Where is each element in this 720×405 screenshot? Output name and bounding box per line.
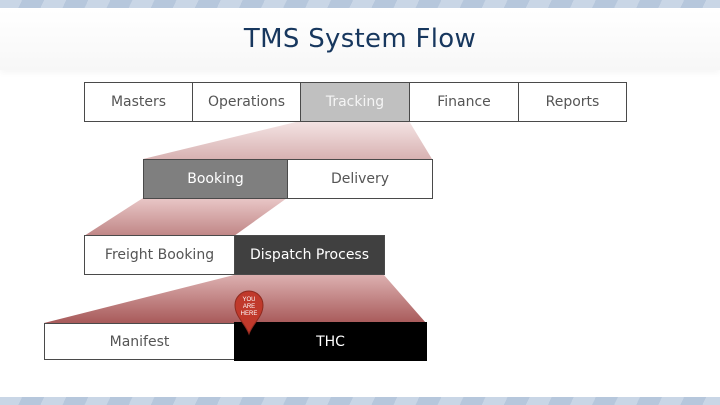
menu-manifest[interactable]: Manifest [44, 323, 235, 360]
menu-thc[interactable]: THC [234, 322, 427, 361]
menu-tracking[interactable]: Tracking [300, 82, 410, 122]
menu-masters[interactable]: Masters [84, 82, 193, 122]
menu-freight-booking[interactable]: Freight Booking [84, 235, 235, 275]
menu-dispatch-process[interactable]: Dispatch Process [234, 235, 385, 275]
menu-finance[interactable]: Finance [409, 82, 519, 122]
funnel-tracking-to-booking [143, 121, 432, 159]
menu-reports[interactable]: Reports [518, 82, 627, 122]
page-title: TMS System Flow [243, 24, 477, 54]
pin-text-1: YOU [242, 297, 255, 303]
funnel-dispatch-to-thc [44, 275, 426, 323]
top-stripe [0, 0, 720, 8]
funnel-booking-to-freight [84, 198, 287, 236]
menu-booking[interactable]: Booking [143, 159, 288, 199]
menu-operations[interactable]: Operations [192, 82, 301, 122]
title-band [0, 10, 720, 70]
pin-text-3: HERE [241, 311, 258, 317]
pin-text-2: ARE [243, 304, 255, 310]
you-are-here-pin-icon: YOU ARE HERE [234, 290, 264, 336]
bottom-stripe [0, 397, 720, 405]
menu-delivery[interactable]: Delivery [287, 159, 433, 199]
